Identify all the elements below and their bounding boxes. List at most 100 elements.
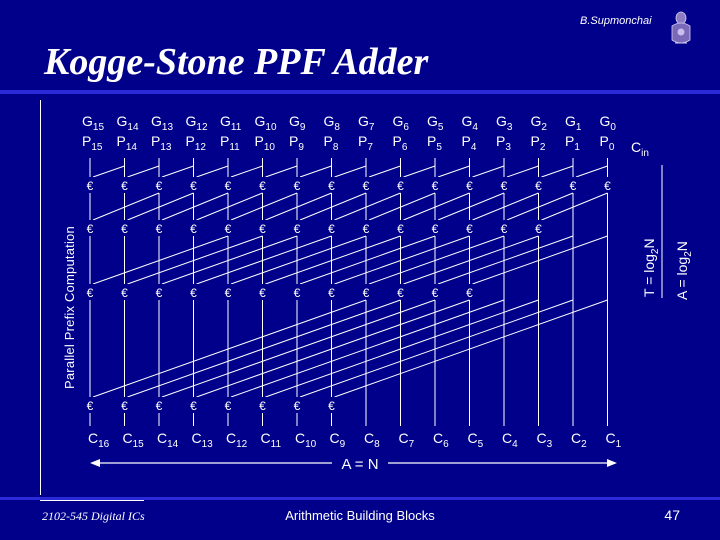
p-input-label: P13 — [151, 133, 172, 153]
cell-background — [255, 177, 270, 192]
prefix-cell: € — [121, 222, 128, 236]
diagonal-wire — [161, 165, 194, 178]
cell-background — [566, 177, 580, 192]
cell-background — [152, 177, 166, 192]
prefix-cell: € — [570, 179, 577, 193]
cell-background — [186, 220, 201, 235]
g-input-label: G12 — [186, 113, 208, 133]
p-input-label: P15 — [82, 133, 103, 153]
p-input-label: P5 — [427, 133, 442, 153]
prefix-cell: € — [535, 179, 542, 193]
carry-output-label: C3 — [537, 430, 553, 450]
prefix-cell: € — [328, 179, 335, 193]
diagonal-wire — [127, 192, 194, 221]
carry-output-label: C15 — [123, 430, 145, 450]
cell-background — [324, 220, 339, 235]
carry-output-label: C7 — [399, 430, 415, 450]
g-input-label: G9 — [289, 113, 306, 133]
diagonal-wire — [299, 299, 574, 398]
prefix-cell: € — [87, 286, 94, 300]
cell-background — [497, 177, 511, 192]
cell-background — [324, 397, 339, 412]
diagonal-wire — [127, 299, 401, 398]
p-input-label: P4 — [462, 133, 477, 153]
prefix-cell: € — [121, 179, 128, 193]
diagonal-wire — [161, 192, 229, 221]
diagonal-wire — [437, 235, 574, 285]
diagonal-wire — [334, 299, 608, 398]
g-input-label: G1 — [565, 113, 582, 133]
diagonal-wire — [472, 165, 505, 178]
prefix-cell: € — [397, 286, 404, 300]
diagonal-wire — [506, 165, 539, 178]
cell-background — [186, 177, 201, 192]
carry-output-label: C4 — [502, 430, 518, 450]
p-input-label: P0 — [600, 133, 615, 153]
diagonal-wire — [127, 165, 160, 178]
prefix-cell: € — [363, 179, 370, 193]
cell-background — [428, 220, 442, 235]
cell-background — [83, 220, 97, 235]
g-input-label: G2 — [531, 113, 548, 133]
g-input-label: G5 — [427, 113, 444, 133]
cell-background — [393, 220, 408, 235]
cell-background — [221, 284, 235, 299]
arrow-head-right — [607, 459, 617, 467]
p-input-label: P3 — [496, 133, 511, 153]
wiring — [89, 158, 608, 426]
g-input-label: G6 — [393, 113, 410, 133]
diagonal-wire — [92, 299, 367, 398]
university-emblem-icon — [671, 11, 691, 44]
prefix-cell: € — [156, 286, 163, 300]
cell-background — [324, 177, 339, 192]
prefix-cell: € — [259, 222, 266, 236]
diagonal-wire — [368, 192, 436, 221]
diagonal-wire — [472, 192, 539, 221]
cell-background — [221, 177, 235, 192]
p-input-label: P8 — [324, 133, 339, 153]
g-input-label: G13 — [151, 113, 173, 133]
diagonal-wire — [403, 235, 539, 285]
diagonal-wire — [196, 165, 229, 178]
prefix-cell: € — [156, 222, 163, 236]
diagonal-wire — [368, 235, 505, 285]
p-input-label: P10 — [255, 133, 276, 153]
prefix-cell: € — [190, 222, 197, 236]
diagonal-wire — [506, 192, 574, 221]
g-input-label: G15 — [82, 113, 104, 133]
diagonal-wire — [230, 299, 505, 398]
prefix-cell: € — [363, 286, 370, 300]
g-input-label: G4 — [462, 113, 479, 133]
topic-label: Arithmetic Building Blocks — [285, 508, 435, 523]
diagonal-wire — [161, 299, 436, 398]
p-input-label: P11 — [220, 133, 240, 153]
footer-divider — [0, 497, 720, 500]
cell-background — [428, 177, 442, 192]
prefix-cell: € — [294, 399, 301, 413]
prefix-cell: € — [294, 222, 301, 236]
diagonal-wire — [334, 235, 470, 285]
diagonal-wire — [92, 235, 229, 285]
prefix-cell: € — [156, 399, 163, 413]
diagonal-wire — [403, 165, 436, 178]
diagonal-wire — [161, 235, 298, 285]
cell-background — [462, 220, 477, 235]
g-input-label: G8 — [324, 113, 341, 133]
g-input-label: G10 — [255, 113, 277, 133]
cell-background — [600, 177, 615, 192]
diagonal-wire — [437, 165, 470, 178]
prefix-cell: € — [259, 286, 266, 300]
diagonal-wire — [265, 165, 298, 178]
diagonal-wire — [299, 165, 332, 178]
diagonal-wire — [265, 299, 539, 398]
cell-background — [497, 220, 511, 235]
carry-output-label: C16 — [88, 430, 110, 450]
cell-background — [152, 284, 166, 299]
prefix-cell: € — [328, 222, 335, 236]
diagonal-wire — [265, 235, 401, 285]
prefix-cell: € — [397, 179, 404, 193]
diagonal-wire — [230, 235, 367, 285]
cell-background — [152, 397, 166, 412]
diagonal-wire — [334, 165, 367, 178]
